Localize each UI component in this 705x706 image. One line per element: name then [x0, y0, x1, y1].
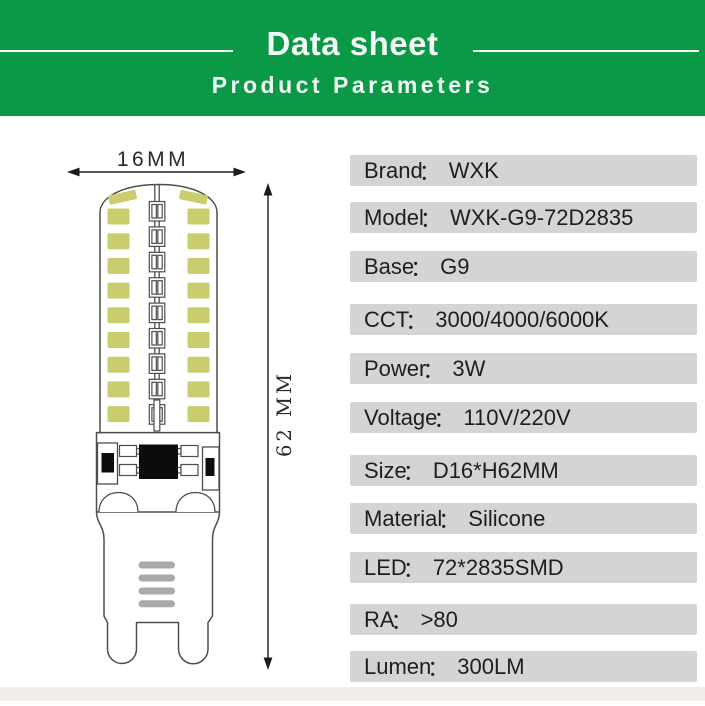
- spec-row-size: Size： D16*H62MM: [350, 455, 697, 486]
- spec-separator: ：: [405, 308, 428, 334]
- spec-label: Size: [364, 457, 407, 483]
- base-vent-bars: [138, 561, 175, 608]
- spec-value: >80: [420, 606, 458, 632]
- bulb-diagram: 16MM 62 MM: [0, 116, 340, 701]
- width-dimension-arrow: 16MM: [67, 148, 246, 177]
- led-chips: [107, 189, 210, 423]
- spec-label: Brand: [364, 157, 423, 183]
- spec-separator: ：: [410, 255, 433, 281]
- spec-label: LED: [364, 554, 407, 580]
- spec-value: 3W: [452, 355, 486, 381]
- spec-value: D16*H62MM: [432, 457, 559, 483]
- solder-domes: [98, 491, 216, 513]
- spec-label: Lumen: [364, 653, 432, 679]
- page-subtitle: Product Parameters: [211, 71, 494, 98]
- spec-label: Material: [364, 505, 443, 531]
- spec-separator: ：: [433, 406, 456, 432]
- spec-value: 72*2835SMD: [432, 554, 564, 580]
- center-strip-chips: [148, 200, 166, 432]
- spec-row-material: Material： Silicone: [350, 503, 697, 534]
- spec-value: Silicone: [468, 505, 546, 531]
- height-dimension-arrow: 62 MM: [263, 183, 296, 670]
- spec-row-model: Model： WXK-G9-72D2835: [350, 202, 697, 233]
- spec-separator: ：: [390, 608, 413, 634]
- spec-label: Voltage: [364, 404, 438, 430]
- width-dimension-label: 16MM: [117, 148, 189, 171]
- spec-value: WXK: [448, 157, 499, 183]
- spec-separator: ：: [419, 206, 442, 232]
- spec-value: 300LM: [457, 653, 525, 679]
- spec-row-voltage: Voltage： 110V/220V: [350, 402, 697, 433]
- spec-value: WXK-G9-72D2835: [449, 204, 634, 230]
- spec-value: G9: [440, 253, 470, 279]
- page-title: Data sheet: [266, 25, 439, 62]
- spec-label: Power: [364, 355, 427, 381]
- spec-separator: ：: [422, 357, 445, 383]
- strip-end-tab: [153, 399, 161, 432]
- spec-row-power: Power： 3W: [350, 353, 697, 384]
- header-divider-line-right: [473, 50, 699, 52]
- spec-row-cct: CCT： 3000/4000/6000K: [350, 304, 697, 335]
- spec-label: RA: [364, 606, 395, 632]
- spec-label: Base: [364, 253, 415, 279]
- driver-components: [96, 442, 220, 513]
- height-dimension-label: 62 MM: [273, 371, 296, 457]
- spec-row-ra: RA： >80: [350, 604, 697, 635]
- spec-value: 110V/220V: [463, 404, 571, 430]
- header-banner: Data sheet Product Parameters: [0, 0, 705, 116]
- ic-chip: [139, 444, 178, 479]
- spec-value: 3000/4000/6000K: [435, 306, 609, 332]
- spec-row-lumen: Lumen： 300LM: [350, 651, 697, 682]
- spec-separator: ：: [427, 655, 450, 681]
- spec-label: CCT: [364, 306, 410, 332]
- spec-row-led: LED： 72*2835SMD: [350, 552, 697, 583]
- spec-row-brand: Brand： WXK: [350, 155, 697, 186]
- spec-separator: ：: [438, 507, 461, 533]
- spec-label: Model: [364, 204, 424, 230]
- spec-separator: ：: [418, 159, 441, 185]
- header-divider-line-left: [0, 50, 233, 52]
- spec-row-base: Base： G9: [350, 251, 697, 282]
- spec-separator: ：: [402, 556, 425, 582]
- spec-separator: ：: [402, 459, 425, 485]
- bottom-strip: [0, 687, 705, 701]
